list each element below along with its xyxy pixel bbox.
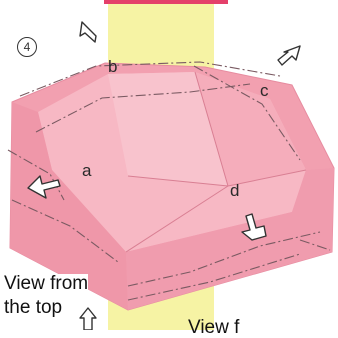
arrow-icon-topleft: [80, 22, 96, 42]
label-b: b: [108, 58, 117, 75]
arrow-icon-bottom-left: [80, 308, 96, 330]
top-band: [104, 0, 228, 4]
step-number: 4: [24, 40, 31, 54]
caption-view-line1: View from: [4, 274, 88, 293]
caption-cutoff: View f: [188, 318, 239, 337]
origami-diagram: 4 b c a d View from the top View f: [0, 0, 338, 330]
label-d: d: [230, 182, 239, 199]
label-c: c: [260, 82, 269, 99]
caption-view-line2: the top: [4, 298, 62, 317]
arrow-icon-topright: [278, 46, 300, 65]
step-number-badge: 4: [17, 37, 37, 57]
label-a: a: [82, 162, 91, 179]
